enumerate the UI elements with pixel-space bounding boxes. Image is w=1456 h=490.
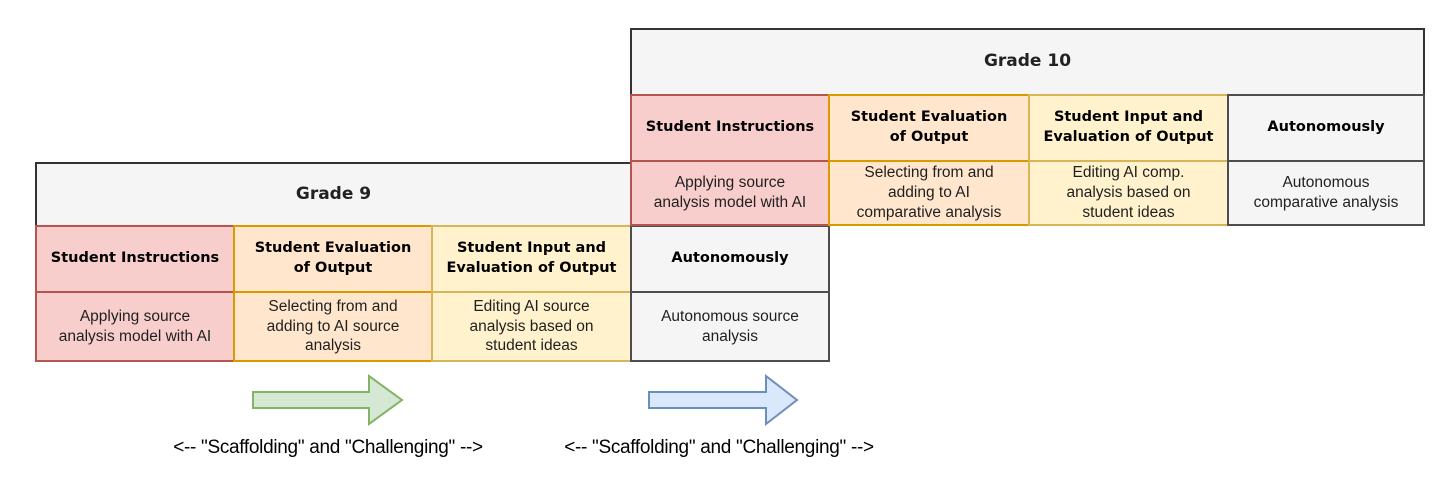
grade10-header-student-instructions: Student Instructions [630,94,830,162]
grade9-body-editing-ai-source: Editing AI source analysis based on stud… [431,291,632,362]
grade10-header-student-evaluation-of-output: Student Evaluation of Output [828,94,1030,162]
grade9-header-student-input-and-evaluation: Student Input and Evaluation of Output [431,225,632,293]
grade10-body-selecting-from-adding: Selecting from and adding to AI comparat… [828,160,1030,226]
green-right-arrow-icon [252,374,404,426]
grade9-header-student-evaluation-of-output: Student Evaluation of Output [233,225,433,293]
scaffolding-challenging-caption-right: <-- "Scaffolding" and "Challenging" --> [564,437,874,458]
grade10-title: Grade 10 [630,28,1425,96]
grade9-body-selecting-from-adding: Selecting from and adding to AI source a… [233,291,433,362]
grade9-body-autonomous-source: Autonomous source analysis [630,291,830,362]
grade10-body-applying-source-analysis: Applying source analysis model with AI [630,160,830,226]
grade9-title: Grade 9 [35,162,632,227]
grade9-body-applying-source-analysis: Applying source analysis model with AI [35,291,235,362]
grade10-body-editing-ai-comp: Editing AI comp. analysis based on stude… [1028,160,1229,226]
grade10-header-student-input-and-evaluation: Student Input and Evaluation of Output [1028,94,1229,162]
blue-right-arrow-icon [648,373,799,427]
grade10-body-autonomous-comparative: Autonomous comparative analysis [1227,160,1425,226]
scaffolding-challenging-caption-left: <-- "Scaffolding" and "Challenging" --> [173,437,483,458]
grade9-header-student-instructions: Student Instructions [35,225,235,293]
grade10-header-autonomously: Autonomously [1227,94,1425,162]
grade9-header-autonomously: Autonomously [630,225,830,293]
